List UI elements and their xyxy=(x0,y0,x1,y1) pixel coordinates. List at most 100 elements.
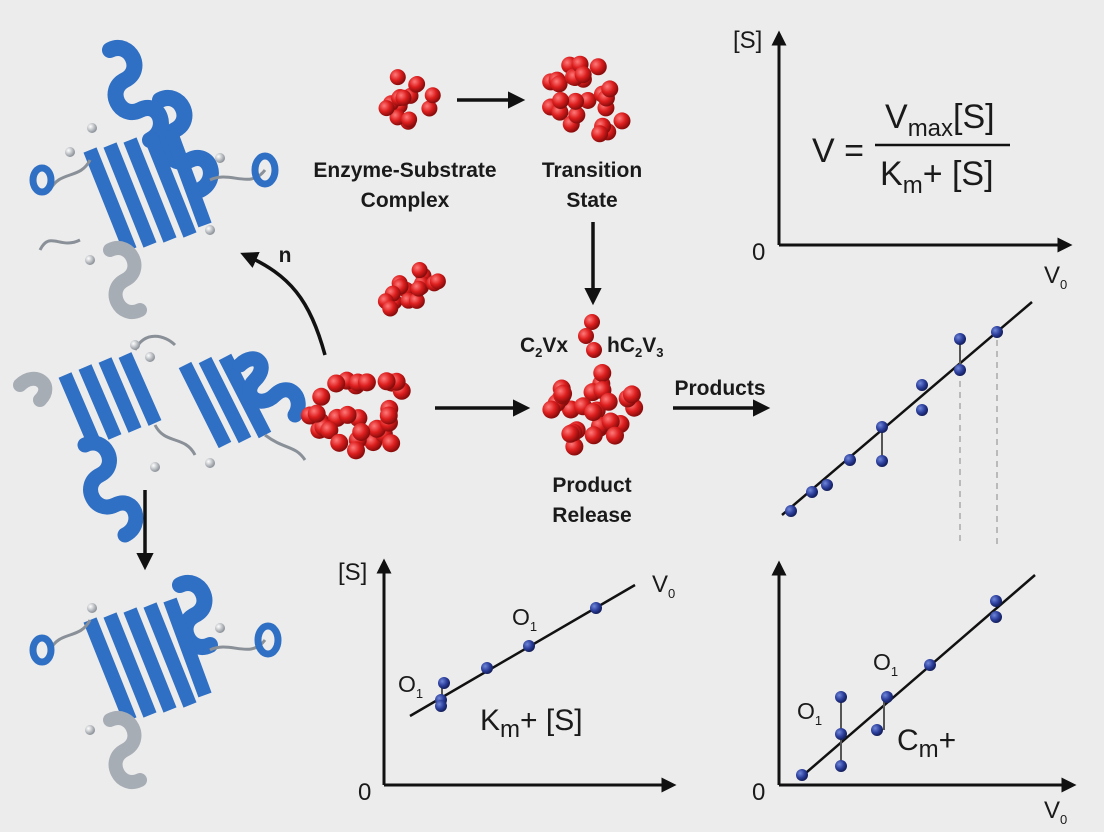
side-chain-atom xyxy=(145,352,155,362)
side-chain-atom xyxy=(85,725,95,735)
data-point xyxy=(590,602,602,614)
data-point xyxy=(835,760,847,772)
atom xyxy=(377,372,396,391)
data-point xyxy=(523,640,535,652)
fit-line xyxy=(781,301,1033,516)
atom xyxy=(352,422,371,441)
atom xyxy=(357,373,376,392)
side-chain-atom xyxy=(150,462,160,472)
product-cluster xyxy=(542,364,644,456)
atom xyxy=(561,424,580,443)
protein-loop xyxy=(254,622,282,658)
side-chain-atom xyxy=(205,225,215,235)
atom xyxy=(307,404,326,423)
annotation-o1-left: O1 xyxy=(398,671,423,701)
formula-right: hC2V3 xyxy=(607,334,663,360)
origin-label: 0 xyxy=(752,779,765,806)
label-products: Products xyxy=(674,377,765,400)
atom xyxy=(584,426,603,445)
side-chain-atom xyxy=(87,603,97,613)
protein-structure-middle xyxy=(13,334,307,543)
data-point xyxy=(990,595,1002,607)
data-point xyxy=(435,700,447,712)
atom xyxy=(421,100,438,117)
origin-label: 0 xyxy=(358,779,371,806)
label-product: Product xyxy=(552,474,631,497)
substrate-cluster xyxy=(378,69,441,130)
expression-cm: Cm+ xyxy=(897,724,956,763)
side-chain-atom xyxy=(215,153,225,163)
atom xyxy=(320,421,339,440)
atom xyxy=(429,273,446,290)
atom xyxy=(424,87,441,104)
data-point xyxy=(835,728,847,740)
label-transition: Transition xyxy=(542,159,642,182)
protein-helix xyxy=(77,435,144,543)
protein-helix xyxy=(13,371,53,407)
data-point xyxy=(991,326,1003,338)
atom xyxy=(338,405,357,424)
atom xyxy=(401,111,418,128)
atom xyxy=(591,125,609,143)
data-point xyxy=(990,611,1002,623)
data-point xyxy=(796,769,808,781)
arrow-curved-n xyxy=(240,251,327,356)
data-point xyxy=(954,333,966,345)
protein-helix xyxy=(232,351,306,423)
atom xyxy=(408,292,425,309)
y-axis-label: [S] xyxy=(338,559,367,586)
protein-loop xyxy=(29,164,55,196)
data-point xyxy=(871,724,883,736)
atom xyxy=(346,441,365,460)
protein-helix xyxy=(102,40,169,148)
data-point xyxy=(821,479,833,491)
atom xyxy=(579,91,597,109)
protein-structure-top xyxy=(29,40,279,319)
atom xyxy=(395,89,412,106)
data-point xyxy=(876,421,888,433)
label-release: Release xyxy=(552,504,631,527)
atom xyxy=(327,374,346,393)
data-point xyxy=(481,662,493,674)
x-axis-label: V0 xyxy=(1044,797,1067,827)
protein-structure-bottom xyxy=(29,575,282,789)
equation-denominator: Km+ [S] xyxy=(880,155,994,199)
data-point xyxy=(916,404,928,416)
x-axis-label: V0 xyxy=(1044,262,1067,292)
data-point xyxy=(924,659,936,671)
atom xyxy=(574,66,592,84)
label-enzyme-substrate: Enzyme-Substrate xyxy=(313,159,496,182)
free-substrate-cluster xyxy=(377,262,446,317)
atom xyxy=(567,92,585,110)
atom xyxy=(312,387,331,406)
atom xyxy=(605,426,624,445)
protein-helix xyxy=(172,575,218,655)
protein-sheet xyxy=(83,127,212,253)
atom xyxy=(589,58,607,76)
atom xyxy=(552,91,570,109)
fit-line xyxy=(799,574,1036,779)
atom xyxy=(568,106,586,124)
data-point xyxy=(916,379,928,391)
data-point xyxy=(844,454,856,466)
data-point xyxy=(835,691,847,703)
atom xyxy=(554,384,573,403)
atom xyxy=(593,364,612,383)
equation-lhs: V = xyxy=(812,132,864,170)
atom xyxy=(330,433,349,452)
side-chain-atom xyxy=(87,123,97,133)
formula-left: C2Vx xyxy=(520,334,568,360)
atom xyxy=(584,403,603,422)
data-point xyxy=(785,505,797,517)
side-chain-atom xyxy=(205,458,215,468)
atom xyxy=(601,80,619,98)
middle-right-scatter-plot xyxy=(781,301,1033,545)
equation-numerator: Vmax[S] xyxy=(885,98,995,142)
atom xyxy=(599,392,618,411)
data-point xyxy=(876,455,888,467)
label-complex: Complex xyxy=(361,189,450,212)
expression-km-s: Km+ [S] xyxy=(480,704,583,743)
bottom-middle-plot: [S] 0 V0 O1 O1 Km+ [S] xyxy=(338,558,677,806)
data-point xyxy=(806,486,818,498)
